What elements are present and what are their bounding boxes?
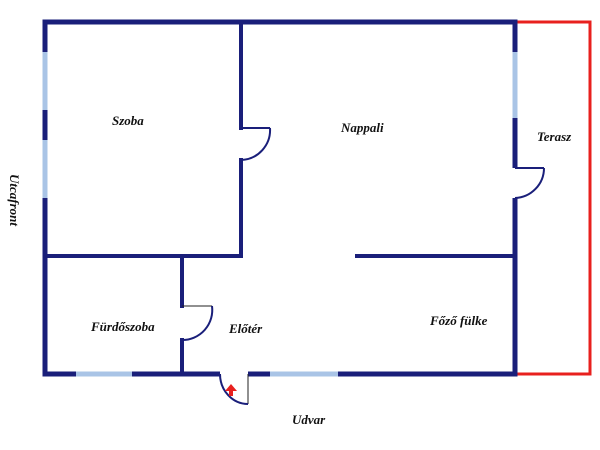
- side-label-yard: Udvar: [292, 412, 326, 427]
- window-bottom-hall: [270, 371, 338, 377]
- window-left-lower: [42, 140, 48, 198]
- door-gap-terrace: [510, 168, 520, 198]
- window-right: [512, 52, 518, 118]
- room-label-nappali: Nappali: [340, 120, 384, 135]
- side-label-street: Utcafront: [7, 174, 22, 226]
- window-bottom-bath: [76, 371, 132, 377]
- room-label-eloter: Előtér: [228, 321, 263, 336]
- window-left-upper: [42, 52, 48, 110]
- terrace-outline: [515, 20, 592, 376]
- room-label-furdoszoba: Fürdőszoba: [90, 319, 155, 334]
- room-label-fozo-fulke: Főző fülke: [429, 313, 488, 328]
- door-gap-entrance: [220, 369, 248, 379]
- door-terrace: [514, 167, 545, 199]
- door-szoba: [240, 127, 272, 161]
- entrance-arrow-icon: [225, 384, 237, 396]
- room-label-terasz: Terasz: [537, 129, 572, 144]
- door-bathroom: [181, 305, 214, 342]
- room-label-szoba: Szoba: [112, 113, 144, 128]
- door-entrance: [219, 373, 249, 405]
